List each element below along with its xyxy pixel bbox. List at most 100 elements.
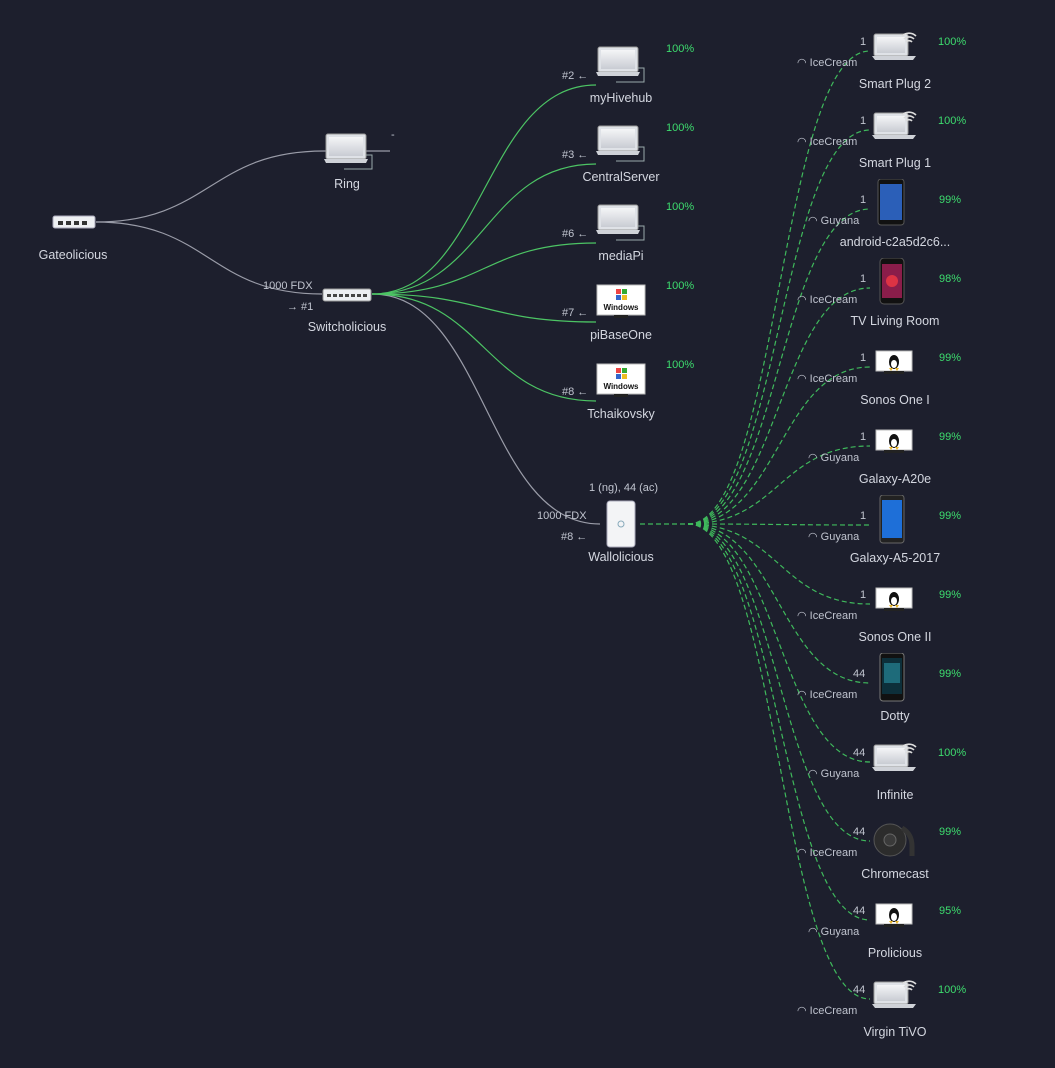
switch-icon [322,288,372,302]
ap-port: #8 ← [561,531,588,543]
linux-icon [875,429,913,453]
wifi-ssid: ◠ IceCream [797,1005,858,1017]
linux-icon [875,903,913,927]
laptop-wifi-icon [872,743,917,771]
wireless-channel: 1 [860,589,867,601]
wired-percent: 100% [666,280,695,292]
ring-label: Ring [334,177,360,191]
link-ap-Virgin TiVO [687,523,871,1000]
link-switch-CentralServer [371,163,597,295]
svg-text:Windows: Windows [603,303,639,312]
wifi-ssid: ◠ Guyana [808,452,860,464]
wired-port: #8 ← [562,386,589,398]
wireless-channel: 1 [860,431,867,443]
wireless-client-label: Prolicious [867,946,923,960]
wired-percent: 100% [666,359,695,371]
link-switch-myHivehub [371,84,597,295]
link-switch-piBaseOne [371,293,597,323]
wireless-client-label: android-c2a5d2c6... [839,235,951,249]
ap-label: Wallolicious [588,550,654,564]
wired-percent: 100% [666,43,695,55]
wireless-channel: 44 [853,668,866,680]
link-ap-Prolicious [687,523,871,921]
laptop-icon [596,125,645,162]
wireless-percent: 100% [938,115,967,127]
wireless-client-label: Infinite [876,788,914,802]
link-ap-Smart Plug 2 [687,50,871,525]
wireless-percent: 100% [938,747,967,759]
wireless-channel: 1 [860,36,867,48]
laptop-wifi-icon [872,111,917,139]
wireless-client-label: TV Living Room [850,314,940,328]
switch-label: Switcholicious [307,320,387,334]
wireless-client-label: Virgin TiVO [863,1025,927,1039]
ring-extra: - [391,129,395,141]
wifi-ssid: ◠ IceCream [797,57,858,69]
access-point-icon [606,500,636,548]
laptop-icon [324,133,373,170]
wireless-channel: 1 [860,115,867,127]
wired-port: #3 ← [562,149,589,161]
link-ap-Galaxy-A20e [687,445,871,525]
ap-speed: 1000 FDX [537,510,587,522]
laptop-icon [596,204,645,241]
wired-client-label: Tchaikovsky [587,407,655,421]
laptop-wifi-icon [872,32,917,60]
wireless-percent: 99% [939,352,962,364]
laptop-icon [596,46,645,83]
gateway-node[interactable] [52,213,96,231]
link-ap-Sonos One I [687,366,871,525]
wireless-client-label: Dotty [880,709,910,723]
wifi-ssid: ◠ IceCream [797,689,858,701]
phone-black-icon [879,653,905,702]
linux-icon [875,587,913,611]
switch-speed: 1000 FDX [263,280,313,292]
wireless-client-label: Chromecast [861,867,929,881]
link-ap-Chromecast [687,523,871,842]
wireless-channel: 1 [860,352,867,364]
wireless-client-label: Sonos One I [860,393,930,407]
wireless-percent: 99% [939,826,962,838]
wireless-percent: 100% [938,36,967,48]
ap-channels: 1 (ng), 44 (ac) [589,482,659,494]
wired-percent: 100% [666,201,695,213]
phone-blue-icon [879,495,905,544]
wired-client-label: myHivehub [589,91,653,105]
tablet-icon [877,179,905,226]
wireless-client-label: Smart Plug 2 [858,77,932,91]
wifi-ssid: ◠ IceCream [797,373,858,385]
chromecast-icon [873,823,915,857]
wireless-percent: 99% [939,431,962,443]
wireless-percent: 99% [939,668,962,680]
ap-node[interactable] [606,500,636,553]
link-ap-TV Living Room [687,287,871,525]
wireless-percent: 99% [939,589,962,601]
link-ap-Galaxy-A5-2017 [687,523,871,526]
wireless-channel: 44 [853,826,866,838]
ring-node[interactable] [324,133,374,178]
link-gateway-switch [95,221,323,295]
windows-icon: Windows [596,363,646,397]
wifi-ssid: ◠ IceCream [797,136,858,148]
wireless-channel: 44 [853,984,866,996]
wired-port: #2 ← [562,70,589,82]
linux-icon [875,350,913,374]
wireless-channel: 1 [860,510,867,522]
wireless-percent: 95% [939,905,962,917]
wireless-client-label: Smart Plug 1 [858,156,932,170]
link-ap-android-c2a5d2c6... [687,208,871,525]
wireless-channel: 44 [853,747,866,759]
laptop-wifi-icon [872,980,917,1008]
wifi-ssid: ◠ IceCream [797,847,858,859]
wired-percent: 100% [666,122,695,134]
wifi-ssid: ◠ IceCream [797,610,858,622]
wireless-channel: 1 [860,194,867,206]
link-ap-Smart Plug 1 [687,129,871,525]
gateway-icon [52,215,96,229]
link-switch-Tchaikovsky [371,293,597,402]
switch-node[interactable] [322,287,372,308]
wireless-channel: 44 [853,905,866,917]
link-ap-Dotty [687,523,871,684]
wireless-client-label: Sonos One II [858,630,932,644]
